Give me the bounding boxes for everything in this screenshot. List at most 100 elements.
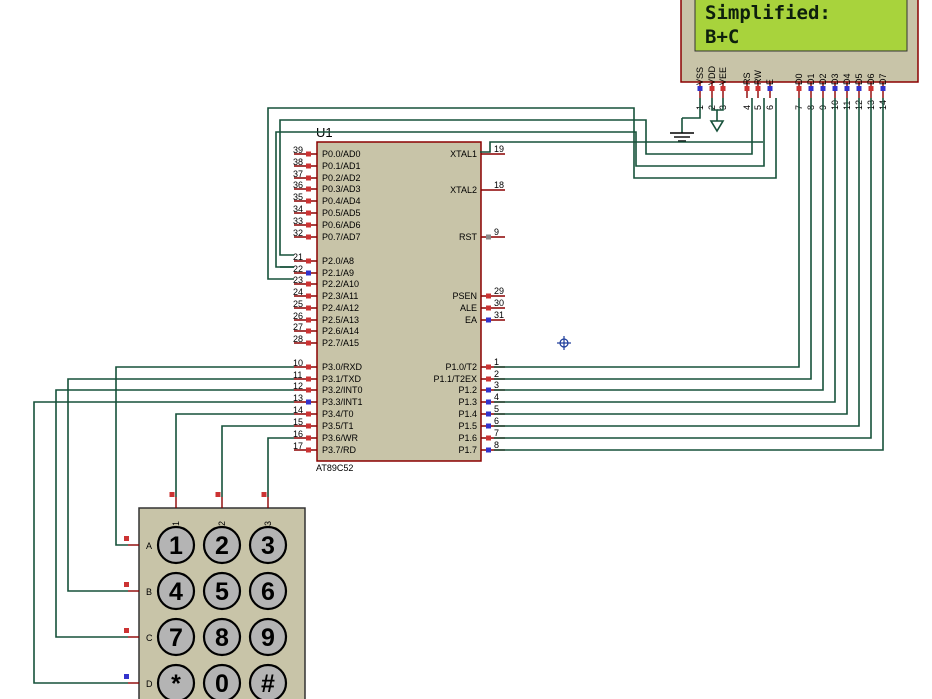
mcu-pin-label: P0.6/AD6 — [322, 220, 361, 230]
keypad-row-pin-d[interactable]: D — [124, 674, 153, 689]
lcd-pin-name: VSS — [695, 67, 705, 85]
keypad-row-pins: A B C D — [124, 536, 153, 689]
keypad-column-pin-2[interactable]: 2 — [215, 492, 228, 526]
key-3[interactable]: 3 — [248, 525, 288, 565]
mcu-pin-number: 26 — [293, 311, 303, 321]
keypad-row-label: B — [146, 587, 152, 597]
mcu-pin-label: P3.2/INT0 — [322, 385, 363, 395]
mcu-pin-number: 31 — [494, 310, 504, 320]
mcu-pin-number: 2 — [494, 369, 499, 379]
keypad-column-pin-3[interactable]: 3 — [261, 492, 274, 526]
key-star[interactable]: * — [156, 663, 196, 699]
lcd-pin-rs[interactable]: RS4 — [742, 72, 752, 110]
key-label: 3 — [261, 532, 275, 560]
lcd-module[interactable]: Simplified: B+C VSS1VDD2VEE3RS4RW5E6D07D… — [680, 0, 919, 110]
mcu-pin-number: 14 — [293, 405, 303, 415]
keypad-column-pin-1[interactable]: 1 — [169, 492, 182, 526]
mcu-pin-number: 1 — [494, 357, 499, 367]
mcu-pin-label: P1.4 — [458, 409, 477, 419]
lcd-pin-name: E — [765, 79, 775, 85]
mcu-pin-label: P1.1/T2EX — [433, 374, 477, 384]
lcd-pin-name: RW — [753, 70, 763, 85]
key-2[interactable]: 2 — [202, 525, 242, 565]
key-label: 7 — [169, 624, 183, 652]
mcu-pin-label: P1.5 — [458, 421, 477, 431]
keypad-row-pin-c[interactable]: C — [124, 628, 153, 643]
mcu-part-number: AT89C52 — [316, 463, 353, 473]
mcu-pin-label: P1.2 — [458, 385, 477, 395]
lcd-pin-name: D3 — [830, 73, 840, 85]
mcu-pin-38[interactable]: 38 P0.1/AD1 — [293, 157, 361, 171]
mcu-pin-number: 6 — [494, 416, 499, 426]
mcu-pin-label: P2.3/A11 — [322, 291, 358, 301]
lcd-pin-number: 4 — [742, 105, 752, 110]
keypad-row-label: D — [146, 679, 153, 689]
mcu-pin-label: ALE — [460, 303, 477, 313]
key-8[interactable]: 8 — [202, 617, 242, 657]
key-label: 9 — [261, 624, 275, 652]
mcu-pin-number: 38 — [293, 157, 303, 167]
key-6[interactable]: 6 — [248, 571, 288, 611]
keypad-row-pin-a[interactable]: A — [124, 536, 152, 551]
mcu-pin-number: 19 — [494, 144, 504, 154]
lcd-pin-number: 6 — [765, 105, 775, 110]
mcu-pin-number: 8 — [494, 440, 499, 450]
mcu-pin-number: 22 — [293, 264, 303, 274]
mcu-pin-number: 7 — [494, 428, 499, 438]
mcu-pin-label: P0.1/AD1 — [322, 161, 361, 171]
lcd-pin-e[interactable]: E6 — [765, 79, 775, 110]
key-4[interactable]: 4 — [156, 571, 196, 611]
mcu-pin-label: P3.4/T0 — [322, 409, 354, 419]
mcu-pin-label: P2.7/A15 — [322, 338, 359, 348]
mcu-pin-label: P0.2/AD2 — [322, 173, 361, 183]
mcu-pin-14[interactable]: 14 P3.4/T0 — [293, 405, 354, 419]
lcd-pin-rw[interactable]: RW5 — [753, 70, 763, 110]
key-hash[interactable]: # — [248, 663, 288, 699]
key-1[interactable]: 1 — [156, 525, 196, 565]
key-5[interactable]: 5 — [202, 571, 242, 611]
mcu-pin-number: 32 — [293, 228, 303, 238]
mcu-pin-label: P1.6 — [458, 433, 477, 443]
mcu-pin-number: 17 — [293, 441, 303, 451]
mcu-pin-number: 9 — [494, 227, 499, 237]
keypad-row-pin-b[interactable]: B — [124, 582, 152, 597]
key-0[interactable]: 0 — [202, 663, 242, 699]
key-7[interactable]: 7 — [156, 617, 196, 657]
key-9[interactable]: 9 — [248, 617, 288, 657]
lcd-pin-name: D5 — [854, 73, 864, 85]
mcu-pin-number: 4 — [494, 392, 499, 402]
